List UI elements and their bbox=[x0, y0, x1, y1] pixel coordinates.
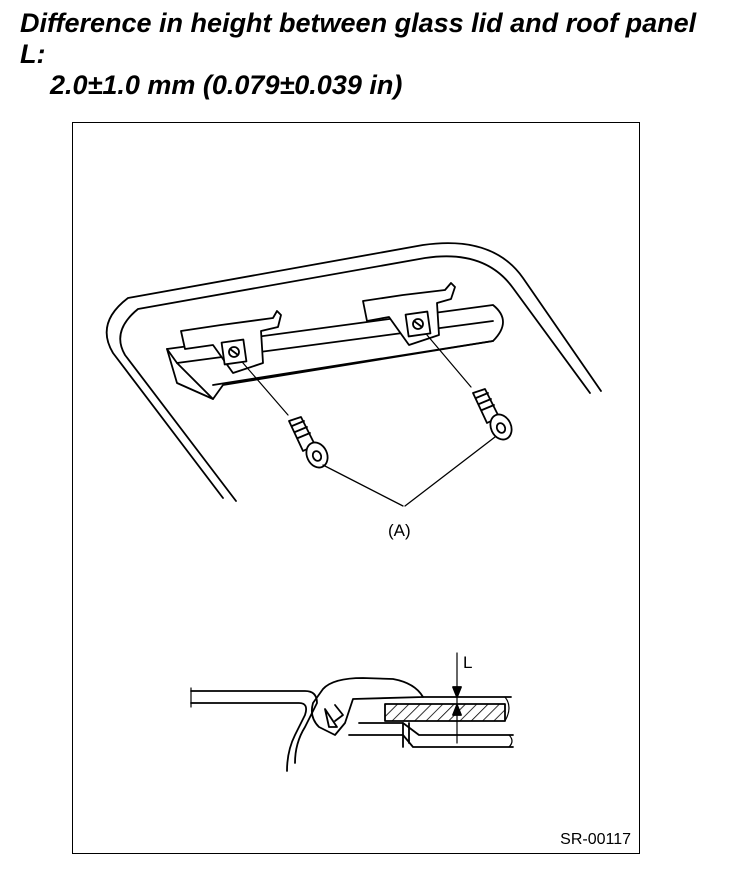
bracket-right bbox=[362, 282, 456, 346]
illustration-frame: (A) L SR-00117 bbox=[72, 122, 640, 854]
dimension-l-label: L bbox=[463, 653, 473, 672]
bracket-left bbox=[180, 310, 282, 374]
cross-section bbox=[190, 652, 514, 772]
heading-title: Difference in height between glass lid a… bbox=[20, 8, 697, 69]
screw-right bbox=[472, 388, 513, 441]
glass-lid-outline bbox=[105, 242, 602, 502]
callout-a-label: (A) bbox=[388, 521, 411, 540]
heading-spec-value: 2.0±1.0 mm (0.079±0.039 in) bbox=[50, 70, 403, 100]
screw-axis-lines bbox=[242, 334, 472, 416]
screw-left bbox=[288, 416, 329, 469]
illustration-drawing bbox=[105, 242, 602, 772]
figure-code: SR-00117 bbox=[560, 831, 631, 848]
callout-a-leaders bbox=[322, 436, 496, 507]
spec-heading: Difference in height between glass lid a… bbox=[20, 8, 720, 101]
